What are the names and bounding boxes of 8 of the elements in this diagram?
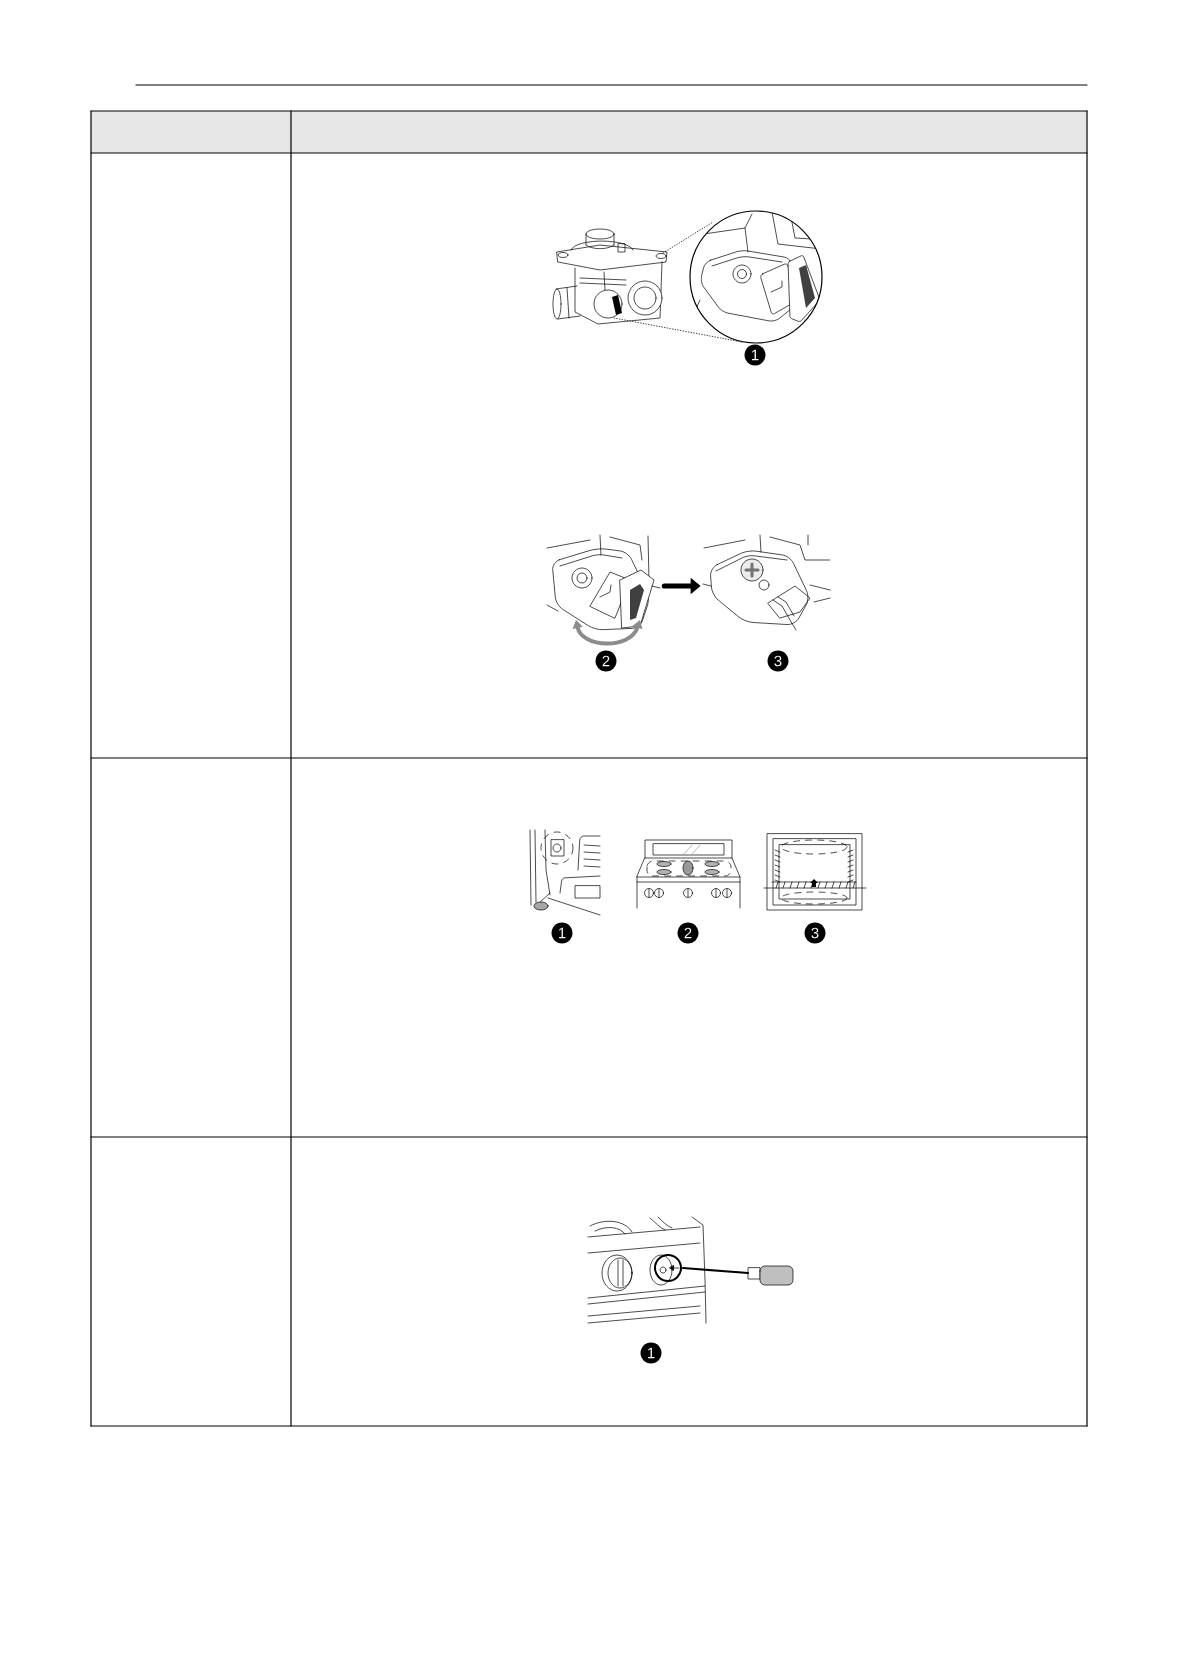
- callout-number: 1: [744, 344, 766, 366]
- callout-number: 1: [551, 922, 573, 944]
- callout-number: 3: [767, 650, 789, 672]
- callout-number: 1: [640, 1342, 662, 1364]
- callout-number: 2: [595, 650, 617, 672]
- callout-number: 3: [804, 922, 826, 944]
- valve-screw-drawing: [702, 534, 831, 631]
- callout-number: 2: [677, 922, 699, 944]
